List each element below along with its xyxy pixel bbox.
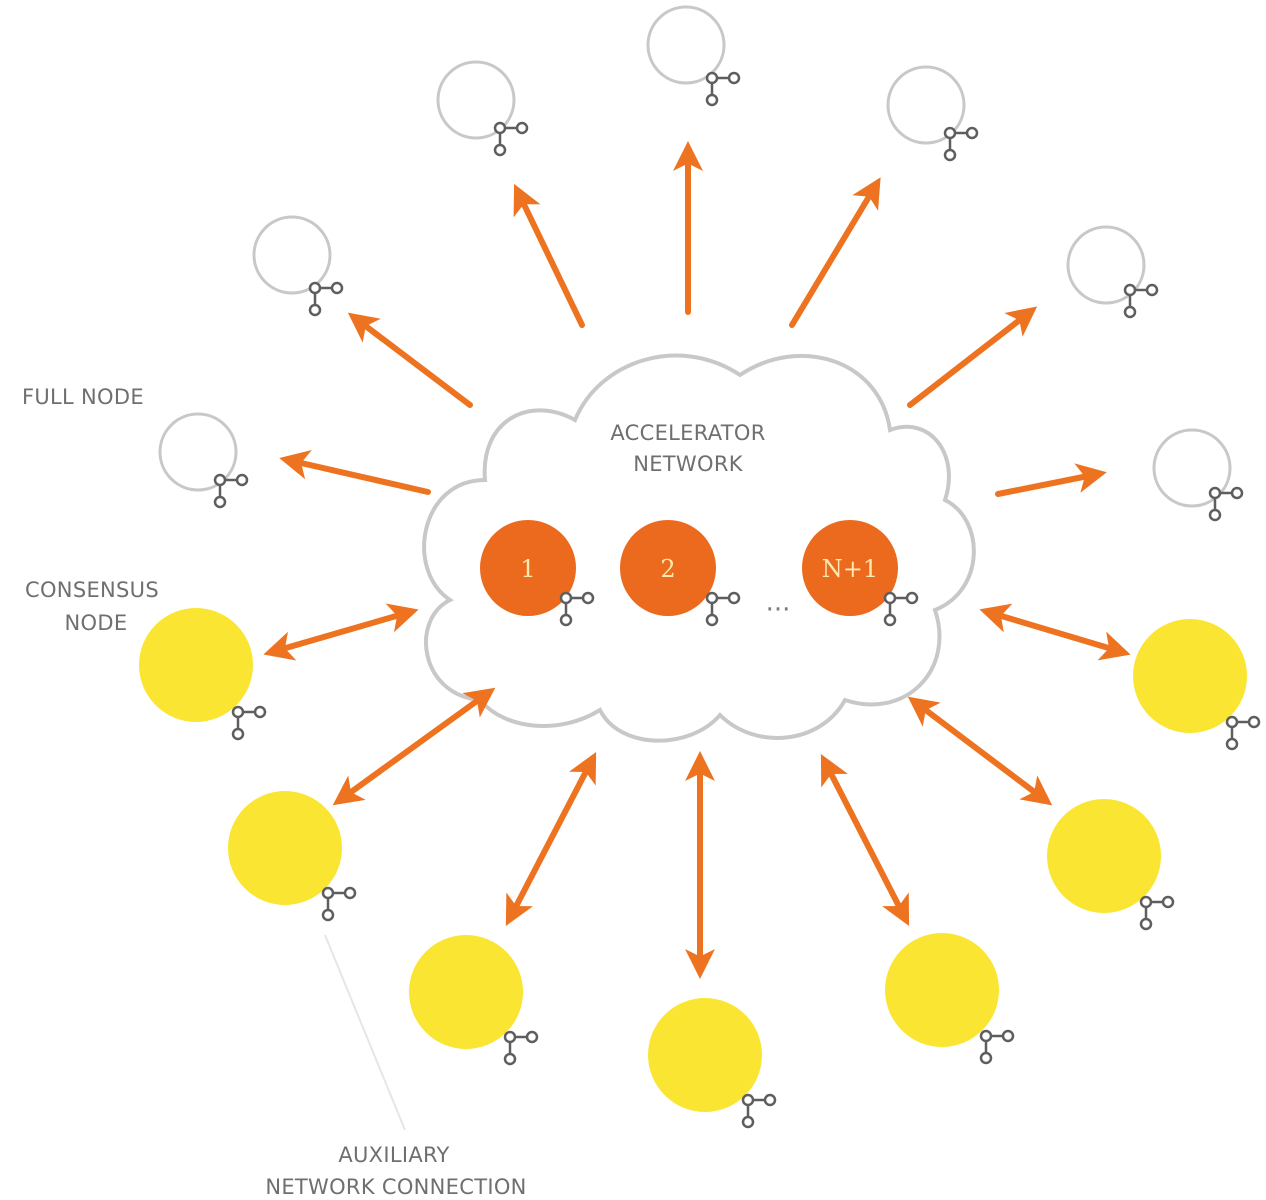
accelerator-node-label: 2 [660, 555, 675, 583]
auxiliary-label-line2: NETWORK CONNECTION [265, 1175, 526, 1199]
accelerator-node: N+1 [802, 520, 898, 616]
network-glyph-icon [308, 281, 344, 317]
full-node-ring [252, 215, 332, 295]
sync-arrow [907, 696, 1053, 806]
broadcast-arrow [789, 177, 881, 328]
network-glyph-icon [705, 591, 741, 627]
network-glyphs [213, 71, 1261, 1129]
accelerator-node: 1 [480, 520, 576, 616]
network-glyph-icon [883, 591, 919, 627]
network-glyph-icon [213, 473, 249, 509]
sync-arrow [820, 753, 910, 927]
broadcast-arrow [995, 463, 1107, 497]
accelerator-label-line2: NETWORK [633, 452, 743, 476]
accelerator-node-label: 1 [520, 555, 535, 583]
broadcast-arrow [347, 312, 473, 408]
accelerator-node: 2 [620, 520, 716, 616]
auxiliary-label-line1: AUXILIARY [338, 1143, 449, 1167]
broadcast-arrow [513, 183, 585, 328]
full-node-ring [646, 5, 726, 85]
network-glyph-icon [979, 1029, 1015, 1065]
network-glyph-icon [559, 591, 595, 627]
consensus-node [1133, 619, 1247, 733]
full-node-ring [1152, 428, 1232, 508]
sync-arrows [263, 603, 1131, 979]
sync-arrow [332, 687, 496, 806]
auxiliary-connection-line [324, 934, 406, 1131]
consensus-node [648, 998, 762, 1112]
network-glyph-icon [943, 126, 979, 162]
full-node-ring [436, 60, 516, 140]
network-glyph-icon [705, 71, 741, 107]
network-glyph-icon [741, 1093, 777, 1129]
broadcast-arrows [279, 141, 1107, 497]
full-node-label: FULL NODE [22, 385, 144, 409]
consensus-node [139, 608, 253, 722]
network-glyph-icon [1225, 715, 1261, 751]
network-glyph-icon [231, 705, 267, 741]
sync-arrow [505, 752, 597, 926]
network-glyph-icon [1139, 895, 1175, 931]
network-glyph-icon [1208, 486, 1244, 522]
network-glyph-icon [503, 1030, 539, 1066]
consensus-node-label-line2: NODE [65, 611, 128, 635]
network-glyph-icon [1123, 283, 1159, 319]
full-node-ring [886, 65, 966, 145]
ellipsis: ··· [766, 595, 791, 625]
consensus-node [885, 933, 999, 1047]
network-glyph-icon [493, 121, 529, 157]
full-node-ring [1066, 225, 1146, 305]
consensus-node-label-line1: CONSENSUS [25, 578, 159, 602]
sync-arrow [979, 603, 1131, 661]
accelerator-label-line1: ACCELERATOR [610, 421, 765, 445]
network-glyph-icon [321, 886, 357, 922]
sync-arrow [263, 603, 419, 661]
full-node-ring [158, 412, 238, 492]
broadcast-arrow [279, 450, 431, 495]
consensus-node [1047, 799, 1161, 913]
consensus-node [228, 791, 342, 905]
broadcast-arrow [907, 306, 1038, 408]
accelerator-node-label: N+1 [822, 555, 878, 583]
consensus-node [409, 935, 523, 1049]
